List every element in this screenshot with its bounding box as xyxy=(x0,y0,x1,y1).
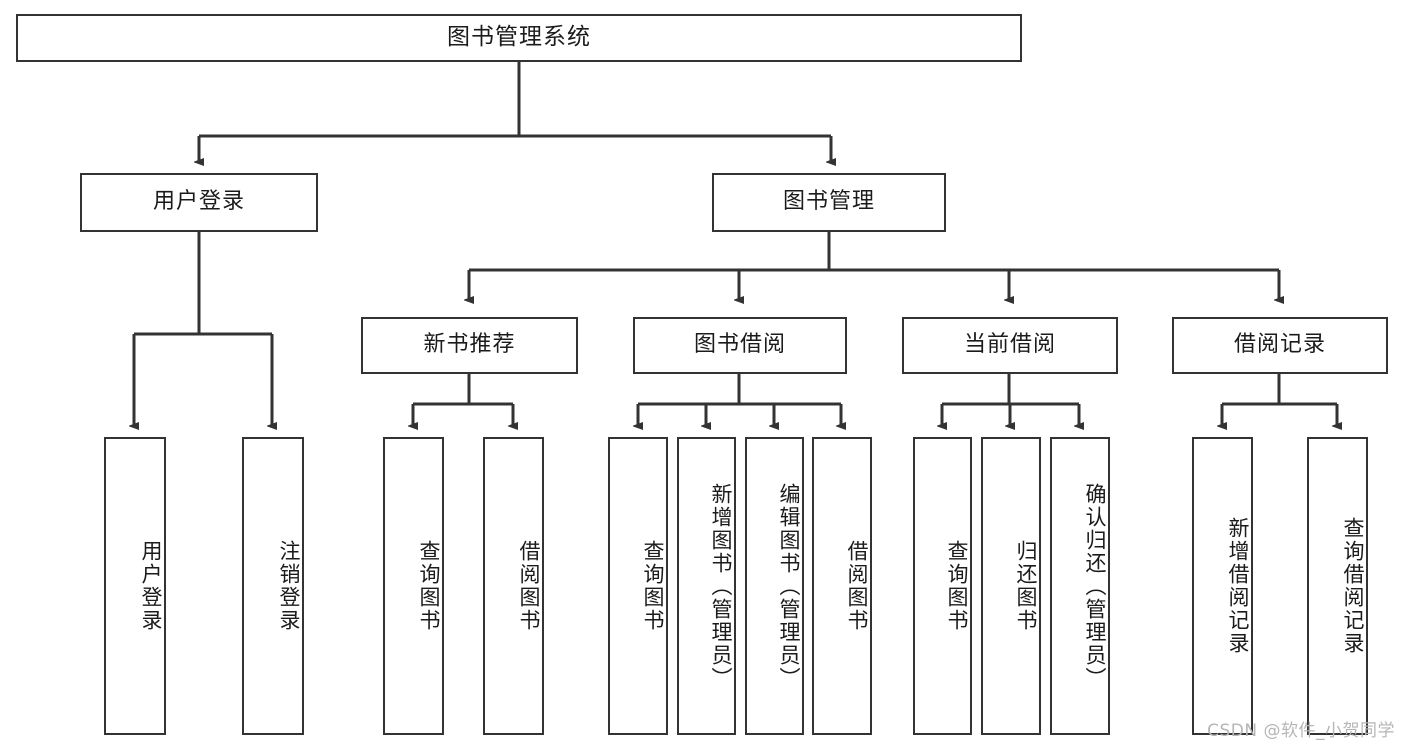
node-book-borrow-label: 图书借阅 xyxy=(693,332,786,358)
node-leaf-query-book-2-label: 查询图书 xyxy=(641,540,665,632)
node-leaf-edit-book-label: 编辑图书（管理员） xyxy=(777,482,801,690)
node-leaf-query-book-3[interactable]: 查询图书 xyxy=(913,437,972,735)
node-user-login-label: 用户登录 xyxy=(152,189,245,215)
node-leaf-logout-login-label: 注销登录 xyxy=(277,540,301,632)
node-leaf-user-login-label: 用户登录 xyxy=(139,540,163,632)
node-leaf-query-record-label: 查询借阅记录 xyxy=(1341,517,1365,655)
node-new-book-recommend[interactable]: 新书推荐 xyxy=(361,317,578,374)
node-borrow-record[interactable]: 借阅记录 xyxy=(1172,317,1388,374)
node-leaf-borrow-book-2[interactable]: 借阅图书 xyxy=(812,437,872,735)
node-leaf-borrow-book-1[interactable]: 借阅图书 xyxy=(483,437,544,735)
node-leaf-edit-book[interactable]: 编辑图书（管理员） xyxy=(745,437,804,735)
node-leaf-query-book-1[interactable]: 查询图书 xyxy=(383,437,444,735)
node-book-manage-label: 图书管理 xyxy=(782,189,875,215)
node-leaf-return-book[interactable]: 归还图书 xyxy=(981,437,1041,735)
csdn-watermark: CSDN @软件_小贺同学 xyxy=(1207,721,1395,741)
node-leaf-add-record[interactable]: 新增借阅记录 xyxy=(1192,437,1253,735)
node-current-borrow[interactable]: 当前借阅 xyxy=(902,317,1118,374)
node-leaf-add-book[interactable]: 新增图书（管理员） xyxy=(677,437,736,735)
node-current-borrow-label: 当前借阅 xyxy=(963,332,1056,358)
node-leaf-query-book-2[interactable]: 查询图书 xyxy=(608,437,668,735)
node-leaf-query-book-1-label: 查询图书 xyxy=(417,540,441,632)
node-leaf-borrow-book-1-label: 借阅图书 xyxy=(517,540,541,632)
node-leaf-user-login[interactable]: 用户登录 xyxy=(104,437,166,735)
node-leaf-borrow-book-2-label: 借阅图书 xyxy=(845,540,869,632)
node-root-system-label: 图书管理系统 xyxy=(447,24,591,51)
node-book-borrow[interactable]: 图书借阅 xyxy=(633,317,847,374)
node-leaf-query-book-3-label: 查询图书 xyxy=(945,540,969,632)
node-leaf-confirm-return-label: 确认归还（管理员） xyxy=(1083,482,1107,690)
node-leaf-add-record-label: 新增借阅记录 xyxy=(1226,517,1250,655)
node-leaf-confirm-return[interactable]: 确认归还（管理员） xyxy=(1050,437,1110,735)
node-leaf-logout-login[interactable]: 注销登录 xyxy=(242,437,304,735)
node-leaf-query-record[interactable]: 查询借阅记录 xyxy=(1307,437,1368,735)
node-book-manage[interactable]: 图书管理 xyxy=(712,173,946,232)
node-leaf-return-book-label: 归还图书 xyxy=(1014,540,1038,632)
node-leaf-add-book-label: 新增图书（管理员） xyxy=(709,482,733,690)
node-user-login[interactable]: 用户登录 xyxy=(80,173,318,232)
node-borrow-record-label: 借阅记录 xyxy=(1233,332,1326,358)
node-root-system[interactable]: 图书管理系统 xyxy=(16,14,1022,62)
node-new-book-recommend-label: 新书推荐 xyxy=(423,332,516,358)
